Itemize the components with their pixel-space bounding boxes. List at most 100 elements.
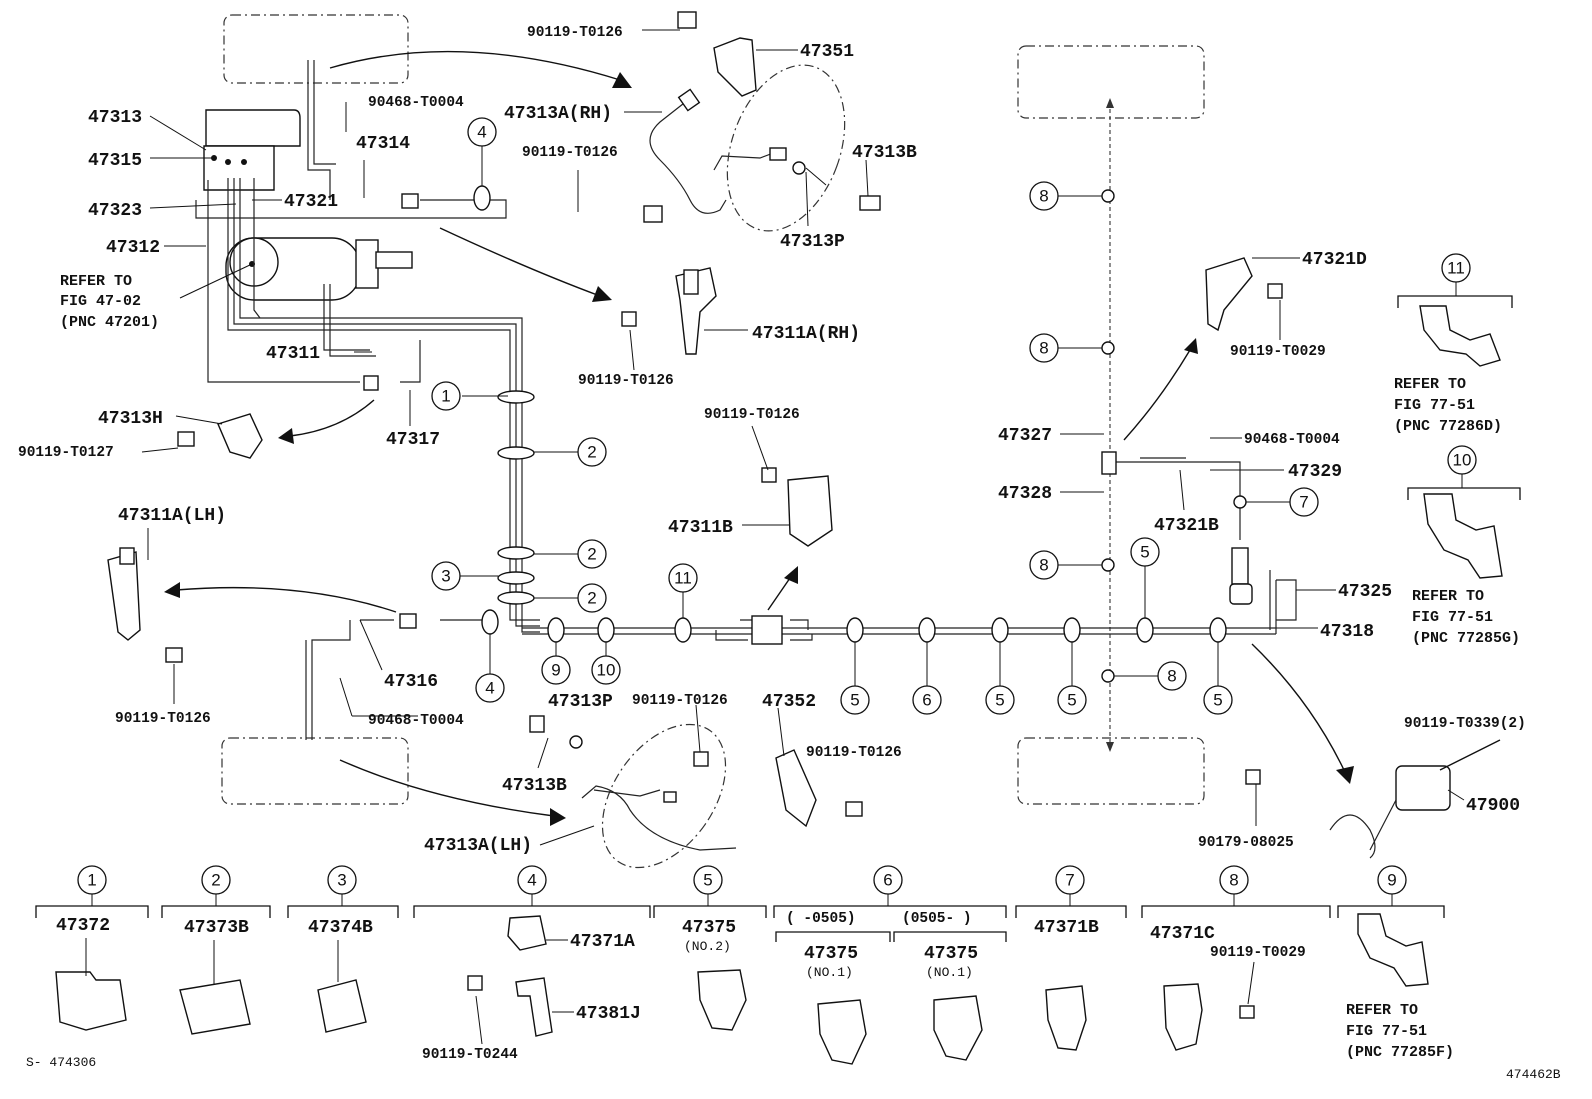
label-47318: 47318 bbox=[1320, 622, 1374, 642]
legend-47373B: 47373B bbox=[184, 918, 249, 938]
callout-2a: 2 bbox=[587, 443, 596, 462]
legend-47371C: 47371C bbox=[1150, 924, 1215, 944]
callout-5a: 5 bbox=[850, 691, 859, 710]
label-47313A-LH: 47313A(LH) bbox=[424, 836, 532, 856]
legend-47375-a: 47375 bbox=[804, 944, 858, 964]
label-47313P-top: 47313P bbox=[780, 232, 845, 252]
rear-wheel-box-bottom bbox=[1017, 737, 1205, 805]
leader-lines bbox=[141, 29, 1465, 846]
callout-8c: 8 bbox=[1039, 556, 1048, 575]
label-47312: 47312 bbox=[106, 238, 160, 258]
label-90119-T0126-top: 90119-T0126 bbox=[527, 25, 623, 41]
label-90468-T0004-c: 90468-T0004 bbox=[1244, 432, 1340, 448]
label-47313A-RH: 47313A(RH) bbox=[504, 104, 612, 124]
legend-callout-5: 5 bbox=[703, 871, 712, 890]
brake-tube-bracket-b bbox=[761, 467, 833, 547]
callout-5e: 5 bbox=[1213, 691, 1222, 710]
callout-5c: 5 bbox=[1067, 691, 1076, 710]
label-90119-T0127: 90119-T0127 bbox=[18, 445, 114, 461]
label-47327: 47327 bbox=[998, 426, 1052, 446]
label-90119-T0126-b: 90119-T0126 bbox=[522, 145, 618, 161]
rear-axis-arrow-top bbox=[1106, 98, 1114, 108]
rear-wheel-box-top bbox=[1017, 45, 1205, 119]
label-47314: 47314 bbox=[356, 134, 410, 154]
label-90468-T0004-top: 90468-T0004 bbox=[368, 95, 464, 111]
refer-47-02-line2: FIG 47-02 bbox=[60, 293, 141, 310]
refer-47-02-line1: REFER TO bbox=[60, 273, 132, 290]
front-lh-hose bbox=[529, 715, 863, 869]
legend-47371B: 47371B bbox=[1034, 918, 1099, 938]
brake-lines-master bbox=[195, 60, 540, 633]
callout-6: 6 bbox=[922, 691, 931, 710]
callout-5d: 5 bbox=[1140, 543, 1149, 562]
label-90119-T0029-top: 90119-T0029 bbox=[1230, 344, 1326, 360]
label-90119-T0126-d: 90119-T0126 bbox=[704, 407, 800, 423]
label-90119-T0126-c: 90119-T0126 bbox=[578, 373, 674, 389]
legend-row: 1 47372 2 47373B 3 47374B 4 47371A 47381… bbox=[35, 865, 1331, 1065]
label-47351: 47351 bbox=[800, 42, 854, 62]
label-90119-T0126-g: 90119-T0126 bbox=[806, 745, 902, 761]
refer-77285G-line2: FIG 77-51 bbox=[1412, 609, 1493, 626]
legend-47374B: 47374B bbox=[308, 918, 373, 938]
label-47352: 47352 bbox=[762, 692, 816, 712]
front-wheel-box-bottom bbox=[221, 737, 409, 805]
legend-callout-6: 6 bbox=[883, 871, 892, 890]
label-47313H: 47313H bbox=[98, 409, 163, 429]
legend-47375-b: 47375 bbox=[924, 944, 978, 964]
label-47315: 47315 bbox=[88, 151, 142, 171]
refer-77285G-line3: (PNC 77285G) bbox=[1412, 630, 1520, 647]
callout-1: 1 bbox=[441, 387, 450, 406]
legend-callout-3: 3 bbox=[337, 871, 346, 890]
label-47311A-LH: 47311A(LH) bbox=[118, 506, 226, 526]
legend-callout-7: 7 bbox=[1065, 871, 1074, 890]
callout-2b: 2 bbox=[587, 545, 596, 564]
rear-bracket-47321D bbox=[1205, 257, 1283, 332]
label-47317: 47317 bbox=[386, 430, 440, 450]
refer-77285F-line3: (PNC 77285F) bbox=[1346, 1044, 1454, 1061]
assembly-arrows bbox=[164, 50, 1354, 826]
label-47316: 47316 bbox=[384, 672, 438, 692]
label-47311: 47311 bbox=[266, 344, 320, 364]
label-47323: 47323 bbox=[88, 201, 142, 221]
label-47313B-top: 47313B bbox=[852, 143, 917, 163]
label-47900: 47900 bbox=[1466, 796, 1520, 816]
label-90119-T0126-e: 90119-T0126 bbox=[115, 711, 211, 727]
callout-9: 9 bbox=[551, 661, 560, 680]
label-47313P-b: 47313P bbox=[548, 692, 613, 712]
refer-77285F-line1: REFER TO bbox=[1346, 1002, 1418, 1019]
three-way-joint bbox=[177, 413, 263, 459]
brake-tube-bracket-lh bbox=[107, 547, 183, 663]
legend-47375-b-sub: (NO.1) bbox=[926, 965, 973, 980]
label-47311A-RH: 47311A(RH) bbox=[752, 324, 860, 344]
callout-10-group: 10 bbox=[1453, 451, 1472, 470]
callout-8d: 8 bbox=[1167, 667, 1176, 686]
load-sensing-valve bbox=[1245, 739, 1501, 859]
refer-77285F-line2: FIG 77-51 bbox=[1346, 1023, 1427, 1040]
label-47321B: 47321B bbox=[1154, 516, 1219, 536]
legend-callout-4: 4 bbox=[527, 871, 536, 890]
legend-47371A: 47371A bbox=[570, 932, 635, 952]
legend-47375-a-sub: (NO.1) bbox=[806, 965, 853, 980]
callout-9-group: 9 bbox=[1387, 871, 1396, 890]
rear-axis-arrow-bottom bbox=[1106, 742, 1114, 752]
diagram-callouts: 1 2 2 3 2 4 4 9 10 11 5 6 5 5 5 5 8 8 bbox=[431, 117, 1521, 1061]
label-47313: 47313 bbox=[88, 108, 142, 128]
callout-4-top: 4 bbox=[477, 123, 486, 142]
brake-tube-bracket-rh bbox=[621, 267, 717, 355]
legend-47375-no2-sub: (NO.2) bbox=[684, 939, 731, 954]
callout-2c: 2 bbox=[587, 589, 596, 608]
label-90468-T0004-b: 90468-T0004 bbox=[368, 713, 464, 729]
legend-47381J: 47381J bbox=[576, 1004, 641, 1024]
legend-callout-1: 1 bbox=[87, 871, 96, 890]
refer-77286D-line2: FIG 77-51 bbox=[1394, 397, 1475, 414]
label-47311B: 47311B bbox=[668, 518, 733, 538]
callout-5b: 5 bbox=[995, 691, 1004, 710]
legend-callout-2: 2 bbox=[211, 871, 220, 890]
part-labels: 90119-T0126 47351 90468-T0004 47313A(RH)… bbox=[18, 25, 1526, 856]
label-47321D: 47321D bbox=[1302, 250, 1367, 270]
front-wheel-box-top bbox=[223, 14, 409, 84]
refer-77286D-line3: (PNC 77286D) bbox=[1394, 418, 1502, 435]
legend-range-b: (0505- ) bbox=[902, 911, 972, 927]
label-90119-T0126-f: 90119-T0126 bbox=[632, 693, 728, 709]
